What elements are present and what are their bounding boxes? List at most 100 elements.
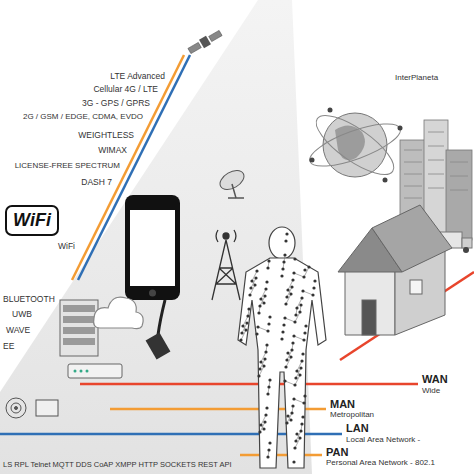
network-dot [281,267,284,270]
network-dot [286,288,289,291]
network-acronym: PAN [326,446,348,458]
network-acronym: LAN [346,422,369,434]
network-dot [285,421,288,424]
network-dot [303,268,306,271]
network-dot [298,310,301,313]
pan-line [240,454,322,457]
network-dot [285,232,288,235]
globe-icon [305,106,405,185]
tech-label: LTE Advanced [110,72,165,81]
tech-label: 3G - GPS / GPRS [82,99,150,108]
network-dot [267,322,270,325]
network-dot [258,430,261,433]
network-dot [290,411,293,414]
network-dot [313,279,316,282]
wifi-logo: WiFi [5,205,59,236]
network-dot [267,259,270,262]
network-dot [285,295,288,298]
network-dot [282,260,285,263]
network-dot [264,350,267,353]
network-dot [241,324,244,327]
network-dot [250,279,253,282]
network-link [287,350,292,360]
network-dot [301,289,304,292]
network-dot [268,378,271,381]
server-icon [60,300,98,356]
network-dot [264,413,267,416]
network-dot [245,321,248,324]
network-dot [283,253,286,256]
network-dot [265,406,268,409]
network-link [250,285,255,295]
network-dot [292,271,295,274]
network-dot [284,239,287,242]
network-dot [302,401,305,404]
network-dot [294,376,297,379]
person-figure [238,227,326,468]
network-link [286,294,291,304]
network-link [304,267,309,277]
network-dot [295,369,298,372]
network-link [285,381,295,385]
network-link [260,422,265,432]
network-dot [239,338,242,341]
network-dot [286,351,289,354]
tech-label: BLUETOOTH [3,295,55,304]
phone-icon [125,195,180,300]
tech-label: Wide [422,387,440,396]
network-link [295,438,300,448]
network-dot [255,269,258,272]
tech-label: 2G / GSM / EDGE, CDMA, EVDO [23,113,143,122]
tech-label: Cellular 4G / LTE [93,85,158,94]
network-dot [262,364,265,367]
network-dot [265,343,268,346]
network-dot [246,314,249,317]
network-dot [266,266,269,269]
logo-text: WiFi [13,210,51,231]
network-dot [291,278,294,281]
network-dot [254,276,257,279]
network-dot [280,337,283,340]
network-dot [289,355,292,358]
network-dot [262,301,265,304]
network-dot [268,441,271,444]
satellite-icon [187,29,223,56]
network-dot [307,265,310,268]
network-dot [257,311,260,314]
network-dot [303,394,306,397]
network-dot [266,455,269,458]
network-link [258,327,268,331]
tech-label: LICENSE-FREE SPECTRUM [15,162,120,171]
network-dot [259,297,262,300]
network-dot [294,313,297,316]
network-link [295,375,300,385]
network-dot [295,306,298,309]
network-link [295,312,300,322]
tech-label: UWB [12,310,32,319]
network-link [288,280,293,290]
network-dot [263,420,266,423]
house-icon [338,205,452,335]
network-dot [301,352,304,355]
network-dot [264,287,267,290]
network-dot [303,331,306,334]
network-dot [267,385,270,388]
network-dot [295,432,298,435]
network-link [286,357,291,367]
network-link [294,399,304,403]
tech-label: LS RPL Telnet MQTT DDS CoAP XMPP HTTP SO… [3,461,232,469]
network-link [260,359,265,369]
router-icon [68,364,122,378]
sensor-icon [6,398,58,418]
tech-label: WiFi [58,242,75,251]
network-dot [286,414,289,417]
network-dot [290,348,293,351]
network-dot [240,331,243,334]
network-dot [289,292,292,295]
network-dot [284,365,287,368]
network-dot [293,383,296,386]
network-dot [299,366,302,369]
ethernet-cable [146,300,171,360]
